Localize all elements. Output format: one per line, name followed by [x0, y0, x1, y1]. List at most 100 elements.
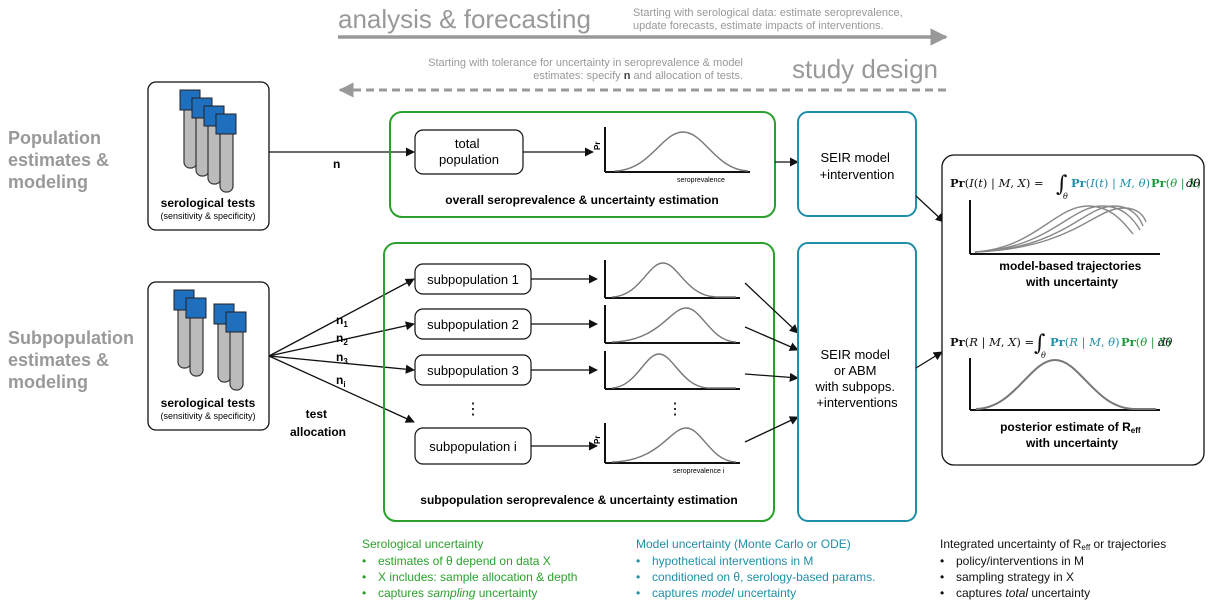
n1-label: n1	[336, 313, 348, 329]
ni-label: ni	[336, 373, 346, 389]
subpopulation-1-row: subpopulation 1	[414, 260, 740, 299]
svg-text:Pr(θ | X): Pr(θ | X)	[1151, 176, 1201, 191]
seroprevalence-curve	[611, 353, 736, 389]
design-description-line-1: Starting with tolerance for uncertainty …	[428, 57, 743, 69]
svg-text:θ: θ	[1041, 351, 1046, 360]
subpopulation-label: subpopulation 3	[427, 363, 519, 378]
trajectory-curve	[974, 207, 1147, 253]
total-population-label: total population	[439, 136, 499, 167]
ellipsis-right: ⋮	[667, 401, 683, 418]
legend-bullet: captures total uncertainty	[956, 586, 1090, 600]
allocation-arrows	[268, 278, 415, 423]
svg-text:Pr(I(t) | M, X) =: Pr(I(t) | M, X) =	[950, 176, 1044, 191]
subpopulation-label: Subpopulation estimates & modeling	[8, 328, 139, 392]
seir-abm-model-label: SEIR model or ABM with subpops. +interve…	[814, 347, 898, 410]
legend-bullet: captures model uncertainty	[652, 586, 796, 600]
trajectory-plot	[969, 200, 1160, 255]
reff-caption: posterior estimate of Reff with uncertai…	[1000, 420, 1144, 450]
svg-text:•: •	[362, 570, 366, 584]
ellipsis-left: ⋮	[465, 401, 481, 418]
svg-text:Pr(R | M, X) =: Pr(R | M, X) =	[950, 335, 1034, 350]
design-title: study design	[792, 54, 938, 84]
svg-text:Pr(R | M, θ): Pr(R | M, θ)	[1050, 335, 1120, 350]
seroprevalence-i-axis-label: seroprevalence i	[673, 468, 725, 475]
svg-text:•: •	[940, 586, 944, 600]
svg-text:•: •	[940, 554, 944, 568]
analysis-description-line-2: update forecasts, estimate impacts of in…	[633, 20, 884, 32]
tests-subtitle: (sensitivity & specificity)	[160, 211, 255, 221]
serological-uncertainty-legend: Serological uncertainty • estimates of θ…	[362, 537, 577, 600]
legend-title: Model uncertainty (Monte Carlo or ODE)	[636, 537, 851, 551]
svg-text:∫: ∫	[1034, 331, 1046, 356]
n3-label: n3	[336, 350, 348, 366]
seroprevalence-curve	[614, 131, 749, 172]
tests-title: serological tests	[161, 396, 256, 410]
svg-text:∫: ∫	[1056, 172, 1068, 197]
pr-axis-label: Pr	[593, 142, 602, 150]
reff-formula: Pr(R | M, X) = ∫ θ Pr(R | M, θ) Pr(θ | X…	[950, 331, 1172, 360]
trajectory-curve	[974, 205, 1144, 253]
svg-text:•: •	[362, 586, 366, 600]
subpopulation-label: subpopulation i	[429, 439, 517, 454]
n2-label: n2	[336, 331, 348, 347]
serological-tests-box-population: serological tests (sensitivity & specifi…	[147, 81, 270, 231]
test-allocation-label: test allocation	[290, 407, 346, 439]
tests-subtitle: (sensitivity & specificity)	[160, 411, 255, 421]
svg-text:•: •	[362, 554, 366, 568]
analysis-description-line-1: Starting with serological data: estimate…	[633, 7, 903, 19]
seir-abm-model-box	[797, 242, 917, 522]
seir-model-box	[797, 111, 917, 217]
reff-posterior-curve	[975, 358, 1156, 410]
analysis-description: Starting with serological data: estimate…	[633, 7, 906, 32]
seroprevalence-curve	[611, 427, 737, 463]
svg-text:•: •	[636, 570, 640, 584]
seir-model-label: SEIR model +intervention	[820, 150, 895, 182]
population-seroprevalence-plot: Pr seroprevalence	[593, 127, 750, 184]
svg-text:•: •	[940, 570, 944, 584]
subpopulation-panel	[383, 242, 775, 522]
legend-bullet: policy/interventions in M	[956, 554, 1084, 568]
subpopulation-2-row: subpopulation 2	[414, 305, 740, 344]
trajectory-curve	[974, 205, 1134, 253]
trajectory-curve	[974, 205, 1141, 253]
population-panel-caption: overall seroprevalence & uncertainty est…	[445, 193, 718, 207]
serological-tests-box-subpopulation: serological tests (sensitivity & specifi…	[147, 281, 270, 431]
subpopulation-3-row: subpopulation 3	[414, 351, 740, 390]
seroprevalence-curve	[611, 307, 737, 343]
model-to-results-arrow-bottom	[915, 351, 943, 369]
subpopulation-label: subpopulation 2	[427, 317, 519, 332]
trajectory-formula: Pr(I(t) | M, X) = ∫ θ Pr(I(t) | M, θ) Pr…	[950, 172, 1201, 201]
trajectories-caption: model-based trajectories with uncertaint…	[999, 259, 1144, 289]
legend-bullet: estimates of θ depend on data X	[378, 554, 551, 568]
model-to-results-arrow-top	[915, 195, 945, 223]
legend-title: Integrated uncertainty of Reff or trajec…	[940, 537, 1166, 552]
analysis-title: analysis & forecasting	[338, 4, 591, 34]
integrated-uncertainty-legend: Integrated uncertainty of Reff or trajec…	[940, 537, 1166, 600]
legend-bullet: captures sampling uncertainty	[378, 586, 537, 600]
population-label: Population estimates & modeling	[8, 128, 114, 192]
subpopulation-panel-caption: subpopulation seroprevalence & uncertain…	[420, 493, 737, 507]
legend-bullet: hypothetical interventions in M	[652, 554, 813, 568]
svg-text:θ: θ	[1063, 192, 1068, 201]
n-label: n	[333, 157, 340, 171]
model-uncertainty-legend: Model uncertainty (Monte Carlo or ODE) •…	[636, 537, 875, 600]
reff-plot	[969, 358, 1160, 411]
svg-text:Pr(I(t) | M, θ): Pr(I(t) | M, θ)	[1071, 176, 1150, 191]
svg-text:dθ: dθ	[1158, 335, 1172, 349]
svg-text:dθ: dθ	[1186, 176, 1200, 190]
legend-bullet: sampling strategy in X	[956, 570, 1074, 584]
plots-to-model-arrows	[744, 282, 799, 443]
pr-axis-label: Pr	[593, 436, 602, 444]
test-tubes-icon	[173, 289, 247, 391]
population-panel	[389, 111, 776, 218]
test-tubes-icon	[179, 89, 237, 193]
tests-title: serological tests	[161, 196, 256, 210]
seroprevalence-axis-label: seroprevalence	[677, 177, 725, 184]
svg-text:•: •	[636, 554, 640, 568]
legend-bullet: conditioned on θ, serology-based params.	[652, 570, 875, 584]
seroprevalence-curve	[611, 262, 736, 298]
legend-title: Serological uncertainty	[362, 537, 483, 551]
results-box	[941, 154, 1205, 466]
subpopulation-label: subpopulation 1	[427, 272, 519, 287]
design-description-line-2: estimates: specify n and allocation of t…	[533, 70, 743, 82]
